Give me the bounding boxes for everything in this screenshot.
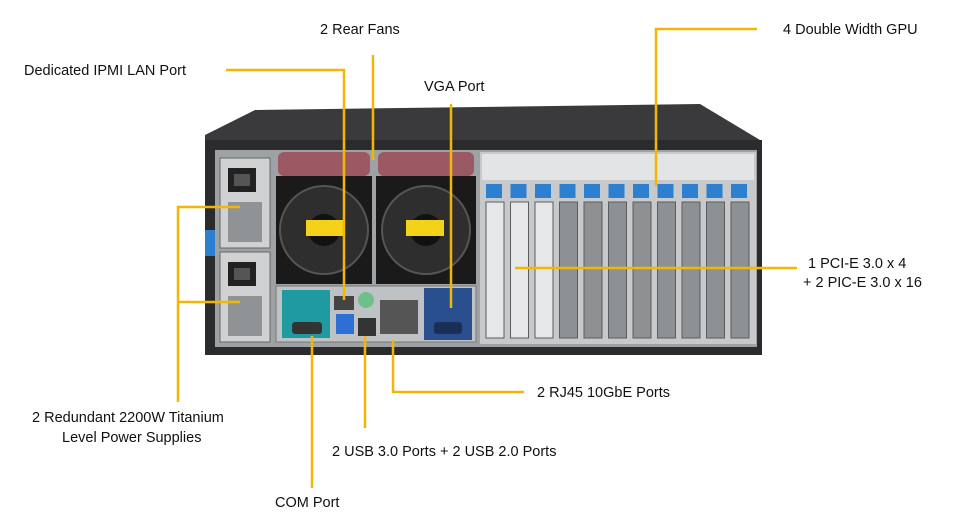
gpu-slot-cover (632, 201, 652, 339)
psu-callout (176, 205, 240, 402)
ipmi-lan-port (334, 296, 354, 310)
gpu-slot-cover (559, 201, 578, 339)
slot-vent (482, 154, 754, 180)
gpu-latch (633, 184, 649, 198)
fan-cover-top-1 (278, 152, 370, 176)
uid-button (358, 292, 374, 308)
gpu-slot-cover (706, 201, 725, 339)
rj45-label: 2 RJ45 10GbE Ports (537, 385, 670, 401)
io-panel (275, 285, 477, 343)
gpu-latch (584, 184, 600, 198)
gpu-slot-cover (583, 201, 603, 339)
power-socket-icon (228, 168, 256, 286)
psu-release-tab (205, 230, 215, 256)
psu-label-line-1: 2 Redundant 2200W Titanium (32, 410, 224, 426)
gpu-latch (706, 184, 723, 198)
rj45-ports (380, 300, 418, 334)
gpu-callout (654, 27, 757, 186)
rear-fans (276, 152, 476, 284)
ipmi-callout (226, 68, 346, 300)
pcie-label-line-1: 1 PCI-E 3.0 x 4 (808, 256, 907, 272)
com-port-connector (292, 322, 322, 334)
gpu-latch (608, 184, 625, 198)
gpu-slot-cover (510, 201, 529, 339)
gpu-latch (510, 184, 527, 198)
expansion-slots (480, 152, 756, 344)
pcie-label-line-2: + 2 PIC-E 3.0 x 16 (803, 275, 922, 291)
gpu-latch (535, 184, 551, 198)
gpu-label: 4 Double Width GPU (783, 22, 918, 38)
gpu-latch (657, 184, 674, 198)
gpu-latch (682, 184, 698, 198)
rear-fans-label: 2 Rear Fans (320, 22, 400, 38)
gpu-slot-cover (608, 201, 627, 339)
gpu-slot-covers (485, 201, 750, 339)
usb2-ports (358, 318, 376, 336)
callout-lines (176, 27, 797, 488)
vga-label: VGA Port (424, 79, 485, 95)
gpu-slot-cover (681, 201, 701, 339)
gpu-latch (559, 184, 576, 198)
gpu-latch (731, 184, 747, 198)
warning-icon (306, 220, 444, 236)
psu-label-line-2: Level Power Supplies (62, 430, 202, 446)
gpu-slot-cover (534, 201, 554, 339)
usb-label: 2 USB 3.0 Ports + 2 USB 2.0 Ports (332, 444, 557, 460)
ipmi-label: Dedicated IPMI LAN Port (24, 63, 186, 79)
rj45-callout (391, 340, 524, 394)
gpu-latches (486, 184, 747, 198)
vga-port-connector (434, 322, 462, 334)
gpu-latch (486, 184, 502, 198)
usb3-ports (336, 314, 354, 334)
com-label: COM Port (275, 495, 340, 511)
gpu-slot-cover (657, 201, 676, 339)
gpu-slot-cover (485, 201, 505, 339)
gpu-slot-cover (730, 201, 750, 339)
